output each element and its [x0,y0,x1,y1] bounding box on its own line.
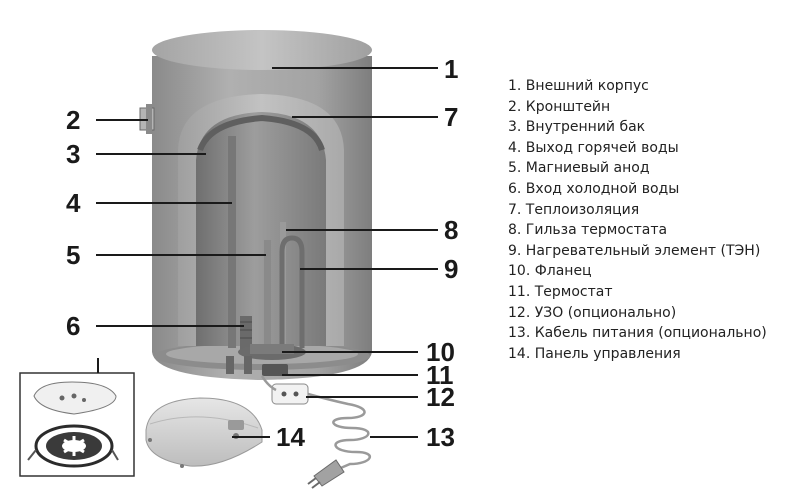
callout-4: 4 [66,188,81,218]
outer-casing-top [152,30,372,70]
callout-5: 5 [66,240,80,270]
legend-item: 8. Гильза термостата [508,222,668,239]
callout-12: 12 [426,382,455,412]
magnesium-anode [264,240,271,350]
legend-item: 11. Термостат [508,283,613,300]
callout-7: 7 [444,102,458,132]
control-panel [145,397,263,468]
power-cable [260,375,371,472]
water-heater-body [152,30,372,380]
heating-element [279,235,305,348]
callout-6: 6 [66,311,80,341]
legend-item: 7. Теплоизоляция [508,201,640,218]
legend-item: 14. Панель управления [508,345,681,362]
legend-item: 13. Кабель питания (опционально) [508,325,767,342]
legend-item: 5. Магниевый анод [508,160,650,177]
callout-2: 2 [66,105,80,135]
thermostat [262,364,288,376]
legend: 1. Внешний корпус 2. Кронштейн 3. Внутре… [508,76,767,364]
legend-item: 6. Вход холодной воды [508,180,680,197]
callout-13: 13 [426,422,455,452]
inset-parts-box [19,372,135,477]
callout-numbers: 1 2 3 4 5 6 7 8 9 10 11 12 13 14 [66,54,458,452]
legend-item: 4. Выход горячей воды [508,139,679,156]
callout-10: 10 [426,337,455,367]
power-plug [307,459,345,489]
callout-14: 14 [276,422,305,452]
callout-8: 8 [444,215,458,245]
callout-9: 9 [444,254,458,284]
legend-item: 9. Нагревательный элемент (ТЭН) [508,242,761,259]
callout-11: 11 [426,360,454,390]
rcd-device [271,383,309,405]
legend-item: 1. Внешний корпус [508,78,649,94]
legend-item: 2. Кронштейн [508,98,611,115]
callout-3: 3 [66,139,80,169]
legend-item: 12. УЗО (опционально) [508,304,677,321]
hot-water-pipe [228,136,236,348]
legend-item: 3. Внутренний бак [508,119,646,136]
leader-lines [96,67,438,438]
callout-1: 1 [444,54,458,84]
legend-item: 10. Фланец [508,263,592,280]
